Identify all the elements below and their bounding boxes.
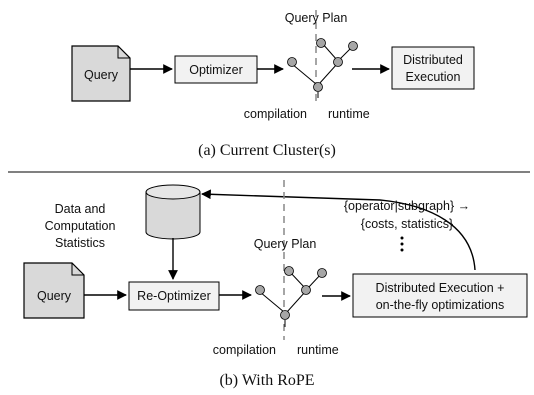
query-plan-label-a: Query Plan (285, 11, 348, 25)
statistics-database-icon (145, 184, 201, 240)
stats-label-line2: Computation (45, 219, 116, 233)
reoptimizer-label-rest: imizer (177, 289, 210, 303)
figure-a: Query Optimizer Query Plan (71, 10, 475, 159)
caption-a: (a) Current Cluster(s) (198, 142, 336, 159)
optimizer-box-a (174, 55, 258, 84)
runtime-label-b: runtime (297, 343, 339, 357)
query-document-b (23, 262, 85, 319)
feedback-label-line1: {operator|subgraph} → (344, 199, 470, 213)
query-label-b: Query (37, 289, 72, 303)
reoptimizer-box (128, 281, 220, 311)
plan-nodes-a (287, 38, 358, 92)
runtime-label-a: runtime (328, 107, 370, 121)
ellipsis-dots (400, 236, 404, 252)
optimizer-label-a: Optimizer (189, 63, 242, 77)
execution-label-a-line2: Execution (406, 70, 461, 84)
query-plan-tree-b (259, 270, 323, 327)
feedback-arrow (201, 189, 476, 271)
caption-b: (b) With RoPE (219, 372, 314, 389)
compilation-label-b: compilation (213, 343, 276, 357)
execution-label-a-line1: Distributed (403, 53, 463, 67)
query-plan-label-b: Query Plan (254, 237, 317, 251)
query-document-a (71, 45, 131, 102)
reoptimizer-label-red: Re-Opt (137, 289, 178, 303)
query-label-a: Query (84, 68, 119, 82)
execution-box-b (352, 273, 528, 318)
stats-label-line3: Statistics (55, 236, 105, 250)
plan-nodes-b (255, 266, 327, 320)
stats-label-line1: Data and (55, 202, 106, 216)
execution-label-b-line1: Distributed Execution + (376, 281, 505, 295)
execution-box-a (391, 46, 475, 90)
feedback-label-line2: {costs, statistics} (361, 217, 453, 231)
reoptimizer-label: Re-Optimizer (137, 289, 211, 303)
compilation-label-a: compilation (244, 107, 307, 121)
figure-b: Data and Computation Statistics {operato… (23, 180, 528, 389)
execution-label-b-line2: on-the-fly optimizations (376, 298, 505, 312)
